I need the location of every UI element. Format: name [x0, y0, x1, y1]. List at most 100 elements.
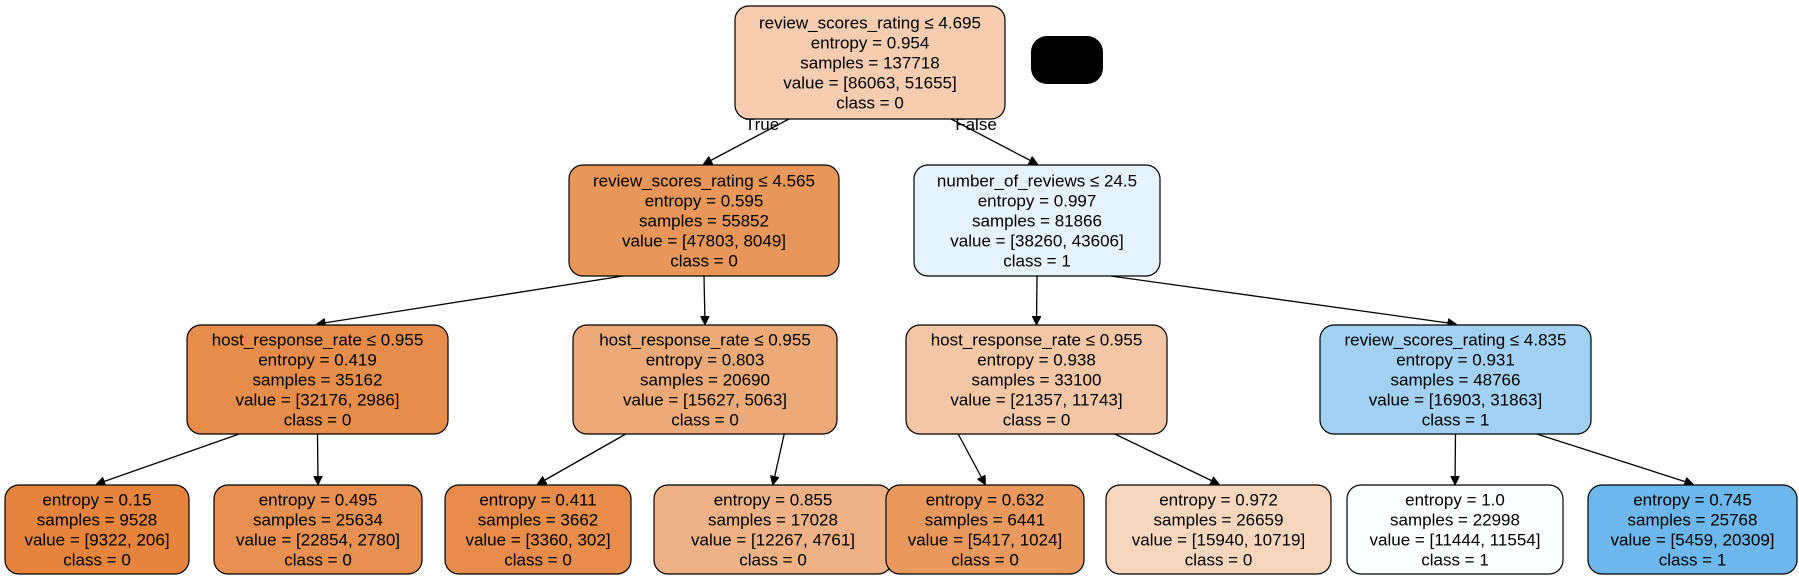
node-text-line: samples = 55852 — [639, 212, 769, 231]
edge-n6-n13 — [1455, 433, 1456, 484]
node-text-line: samples = 35162 — [253, 371, 383, 390]
node-text-line: class = 1 — [1659, 551, 1727, 570]
node-text-line: samples = 20690 — [640, 371, 770, 390]
node-text-line: entropy = 0.954 — [811, 34, 930, 53]
node-box — [186, 324, 449, 435]
node-text-line: value = [22854, 2780] — [236, 531, 400, 550]
edge-n2-n6 — [1110, 275, 1456, 324]
edge-n2-n5 — [1037, 275, 1038, 324]
node-text-line: samples = 137718 — [800, 54, 939, 73]
node-text-line: entropy = 0.15 — [42, 491, 151, 510]
node-text-line: class = 0 — [1185, 551, 1253, 570]
edge-n6-n14 — [1536, 433, 1693, 484]
node-text-line: value = [15627, 5063] — [623, 391, 787, 410]
node-text-line: value = [11444, 11554] — [1370, 531, 1541, 550]
node-text-line: samples = 25768 — [1628, 511, 1758, 530]
node-text-line: class = 0 — [836, 94, 904, 113]
node-text-line: samples = 26659 — [1154, 511, 1284, 530]
node-text-line: samples = 3662 — [478, 511, 599, 530]
node-box — [734, 5, 1006, 120]
node-text-line: value = [21357, 11743] — [950, 391, 1122, 410]
node-text-line: value = [5417, 1024] — [908, 531, 1063, 550]
node-text-line: value = [32176, 2986] — [236, 391, 400, 410]
node-text-line: number_of_reviews ≤ 24.5 — [937, 172, 1137, 191]
node-text-line: review_scores_rating ≤ 4.835 — [1345, 331, 1567, 350]
edge-n5-n12 — [1114, 433, 1219, 484]
node-box — [444, 484, 632, 575]
node-text-line: class = 0 — [671, 411, 739, 430]
node-text-line: entropy = 0.931 — [1396, 351, 1515, 370]
node-text-line: value = [12267, 4761] — [691, 531, 855, 550]
node-text-line: samples = 6441 — [925, 511, 1046, 530]
node-box — [568, 164, 840, 277]
node-text-line: entropy = 0.419 — [258, 351, 377, 370]
node-text-line: class = 1 — [1421, 551, 1489, 570]
edge-n3-n7 — [97, 433, 240, 484]
node-text-line: samples = 48766 — [1391, 371, 1521, 390]
node-text-line: host_response_rate ≤ 0.955 — [931, 331, 1143, 350]
edge-label-true: True — [745, 115, 779, 134]
node-box — [885, 484, 1085, 575]
node-text-line: host_response_rate ≤ 0.955 — [212, 331, 424, 350]
node-text-line: class = 0 — [739, 551, 807, 570]
node-box — [1105, 484, 1332, 575]
node-text-line: class = 1 — [1003, 252, 1071, 271]
edge-n0-n1 — [704, 118, 790, 164]
node-text-line: class = 0 — [284, 411, 352, 430]
node-text-line: samples = 9528 — [37, 511, 158, 530]
node-text-line: entropy = 0.411 — [479, 491, 596, 510]
node-box — [1319, 324, 1592, 435]
node-text-line: class = 1 — [1422, 411, 1490, 430]
node-text-line: value = [38260, 43606] — [950, 232, 1123, 251]
node-box — [1346, 484, 1564, 575]
node-text-line: entropy = 0.632 — [926, 491, 1045, 510]
legend-swatch — [1031, 36, 1103, 84]
node-text-line: class = 0 — [670, 252, 738, 271]
node-text-line: review_scores_rating ≤ 4.565 — [593, 172, 815, 191]
node-text-line: class = 0 — [1003, 411, 1071, 430]
node-text-line: entropy = 0.972 — [1159, 491, 1278, 510]
node-text-line: entropy = 1.0 — [1405, 491, 1505, 510]
node-text-line: samples = 81866 — [972, 212, 1102, 231]
node-box — [213, 484, 423, 575]
node-text-line: samples = 17028 — [708, 511, 838, 530]
node-text-line: entropy = 0.745 — [1633, 491, 1752, 510]
node-text-line: entropy = 0.595 — [645, 192, 764, 211]
node-text-line: entropy = 0.803 — [646, 351, 765, 370]
edge-n5-n11 — [957, 433, 985, 484]
edge-n1-n3 — [318, 275, 624, 324]
node-text-line: class = 0 — [504, 551, 572, 570]
node-text-line: value = [86063, 51655] — [783, 74, 956, 93]
edge-n4-n10 — [773, 433, 785, 484]
edges-layer: True False — [97, 115, 1693, 484]
edge-label-false: False — [955, 115, 997, 134]
edge-n1-n4 — [704, 275, 705, 324]
node-text-line: samples = 25634 — [253, 511, 383, 530]
node-text-line: class = 0 — [63, 551, 131, 570]
node-text-line: value = [9322, 206] — [24, 531, 169, 550]
node-text-line: entropy = 0.938 — [977, 351, 1096, 370]
node-text-line: entropy = 0.997 — [978, 192, 1097, 211]
node-box — [905, 324, 1168, 435]
node-box — [913, 164, 1161, 277]
node-box — [572, 324, 838, 435]
node-text-line: class = 0 — [284, 551, 352, 570]
node-text-line: value = [16903, 31863] — [1369, 391, 1542, 410]
node-text-line: entropy = 0.855 — [714, 491, 833, 510]
